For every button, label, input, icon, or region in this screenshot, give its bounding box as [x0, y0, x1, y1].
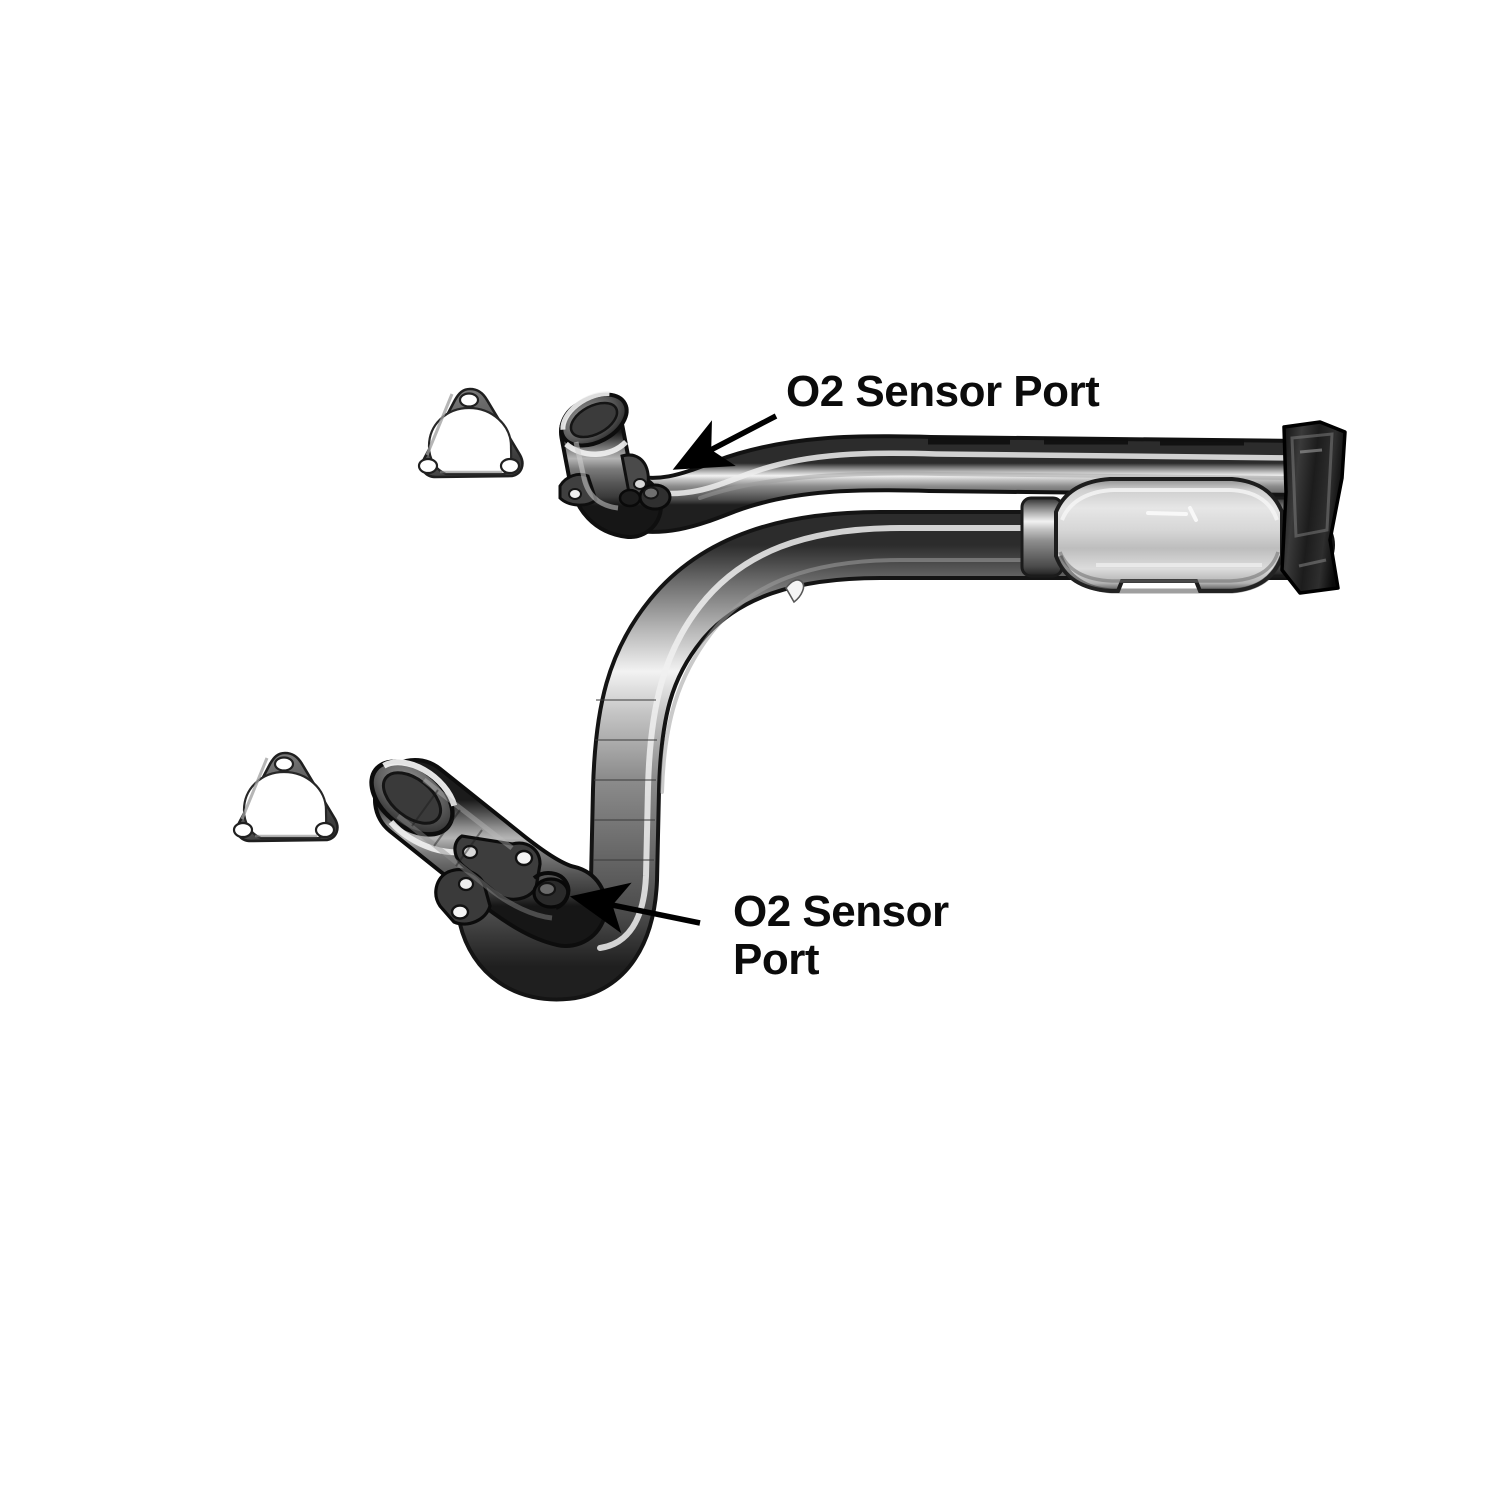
gasket-upper — [417, 387, 524, 479]
outlet-flange — [1280, 420, 1347, 595]
callout-arrow-lower — [569, 882, 701, 934]
o2-sensor-boss-lower — [532, 871, 571, 910]
lower-inlet-pipe — [369, 758, 608, 948]
gasket-lower — [232, 751, 339, 843]
lower-run-pipe — [457, 510, 1335, 1002]
callout-label-o2-sensor-port-upper: O2 Sensor Port — [786, 367, 1100, 416]
callout-arrow-upper — [672, 413, 778, 470]
upper-inlet-pipe — [558, 391, 672, 539]
callout-label-o2-sensor-port-lower: O2 Sensor Port — [733, 887, 949, 984]
o2-sensor-boss-upper — [618, 483, 672, 511]
